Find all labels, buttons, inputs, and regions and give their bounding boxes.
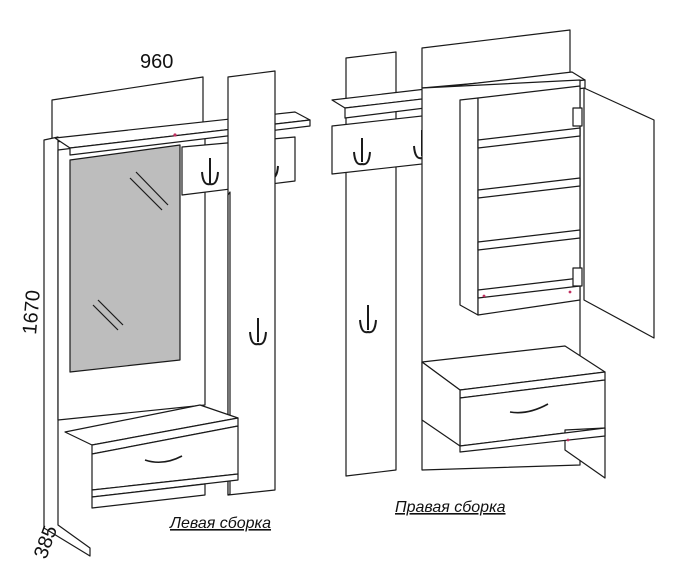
right-assembly <box>331 29 655 479</box>
left-assembly-caption: Левая сборка <box>169 515 271 532</box>
hinge-icon <box>572 267 583 287</box>
height-dimension: 1670 <box>19 289 45 335</box>
drawer-handle <box>144 455 183 464</box>
hinge-icon <box>572 107 583 127</box>
left-side-panel <box>43 136 91 557</box>
hook-icon <box>249 318 267 346</box>
depth-dimension: 385 <box>30 523 62 562</box>
hook-icon <box>353 138 371 166</box>
right-door <box>583 87 655 339</box>
drawer-handle <box>509 403 549 414</box>
hook-icon <box>359 305 377 334</box>
left-mirror <box>69 144 181 373</box>
hook-icon <box>201 158 219 186</box>
left-assembly <box>43 70 311 557</box>
width-dimension: 960 <box>140 51 173 73</box>
right-assembly-caption: Правая сборка <box>395 499 506 516</box>
right-shelf-unit <box>459 97 479 316</box>
